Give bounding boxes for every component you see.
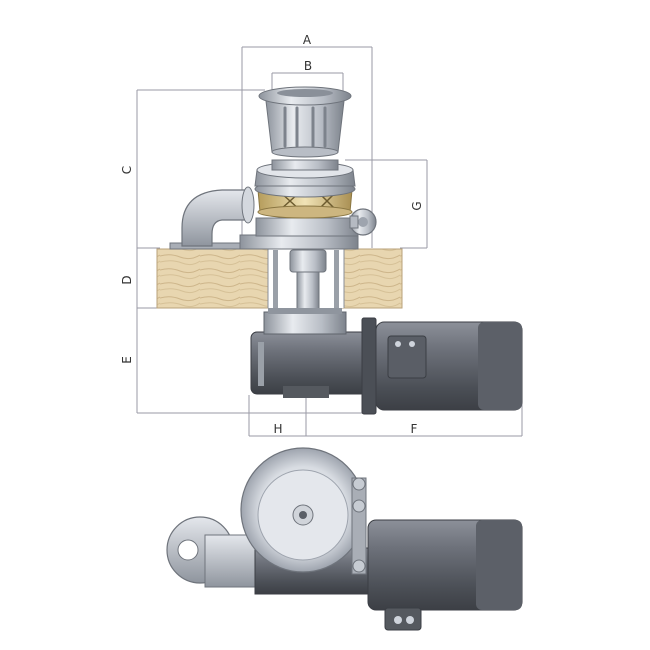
dimension-lines xyxy=(136,46,523,437)
dim-label-c: C xyxy=(120,166,134,174)
top-view xyxy=(166,447,523,631)
base-plate xyxy=(239,234,359,250)
capstan-drum xyxy=(265,100,345,153)
side-view xyxy=(156,86,523,415)
dim-label-h: H xyxy=(273,422,282,436)
dim-label-g: G xyxy=(410,201,424,210)
dim-label-a: A xyxy=(303,33,312,47)
dim-label-f: F xyxy=(411,422,418,436)
gearbox xyxy=(250,331,368,395)
dim-label-d: D xyxy=(120,275,134,284)
dimension-labels: A B C D E G H F xyxy=(120,33,424,436)
dim-label-b: B xyxy=(304,59,312,73)
dim-label-e: E xyxy=(120,356,134,364)
